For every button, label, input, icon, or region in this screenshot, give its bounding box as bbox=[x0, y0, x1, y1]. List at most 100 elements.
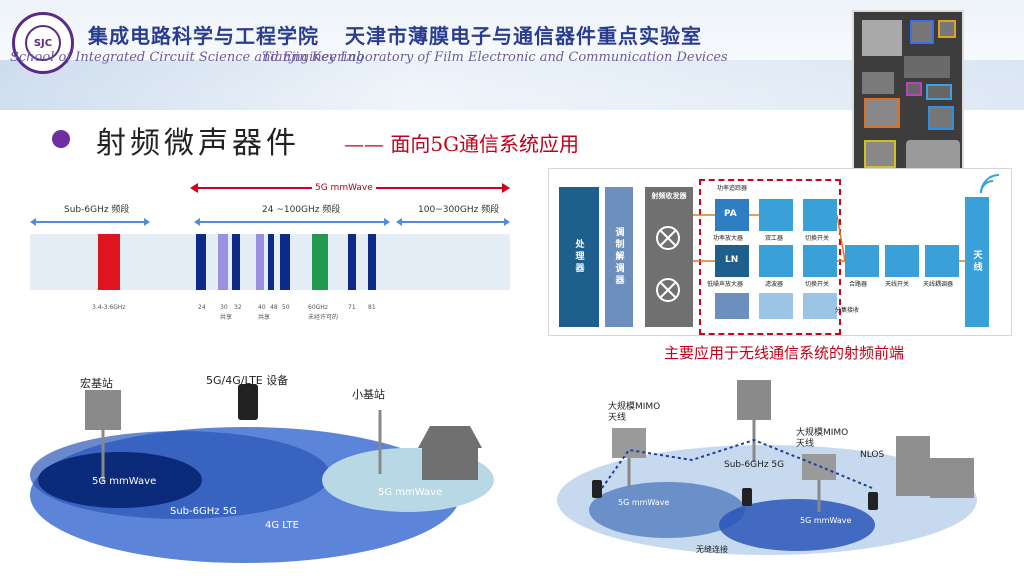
macro-station-label: 宏基站 bbox=[80, 377, 113, 390]
tick-shared-2: 共享 bbox=[258, 314, 271, 321]
rf-frontend-block-diagram: 处理器 调制解调器 射频收发器 功率追踪器 PA 功率放大器 双工器 切换开关 … bbox=[548, 168, 1012, 336]
sub6-zone-label: Sub-6GHz 5G bbox=[170, 506, 237, 517]
sub6-label-right: Sub-6GHz 5G bbox=[724, 460, 785, 470]
university-logo: SJC bbox=[12, 12, 74, 74]
lna-block: LN bbox=[715, 245, 749, 277]
network-scene-left bbox=[30, 384, 494, 563]
tick-sub6: 3.4-3.6GHz bbox=[92, 304, 126, 311]
board-chip bbox=[864, 140, 896, 168]
switch-block-2 bbox=[803, 245, 837, 277]
label-pa: 功率放大器 bbox=[713, 235, 744, 242]
duplexer-block bbox=[759, 199, 793, 231]
tick-shared-1: 共享 bbox=[220, 314, 233, 321]
antenna-tuner-block bbox=[925, 245, 959, 277]
mixer-icon bbox=[656, 226, 680, 250]
board-chip bbox=[862, 72, 894, 94]
filter-block bbox=[759, 245, 793, 277]
sub6-band-label: Sub-6GHz 频段 bbox=[64, 205, 130, 215]
label-duplexer: 双工器 bbox=[765, 235, 784, 242]
diversity-filter-block bbox=[759, 293, 793, 319]
tick-label: 24 bbox=[198, 304, 206, 311]
slide-subtitle: —— 面向5G通信系统应用 bbox=[344, 132, 580, 156]
label-antenna-tuner: 天线耦调器 bbox=[923, 281, 954, 288]
combiner-block bbox=[845, 245, 879, 277]
tick-label: 71 bbox=[348, 304, 356, 311]
frequency-spectrum: 5G mmWave Sub-6GHz 频段 24 ~100GHz 频段 100~… bbox=[30, 180, 510, 330]
label-power-tracker: 功率追踪器 bbox=[717, 185, 748, 192]
band-bar-sub6 bbox=[98, 234, 120, 290]
diagram-caption: 主要应用于无线通信系统的射频前端 bbox=[664, 344, 905, 362]
lab-name-cn: 天津市薄膜电子与通信器件重点实验室 bbox=[345, 24, 702, 48]
label-switch-1: 切换开关 bbox=[805, 235, 830, 242]
band-bar-32 bbox=[232, 234, 240, 290]
tick-label: 32 bbox=[234, 304, 242, 311]
tick-label: 50 bbox=[282, 304, 290, 311]
mmwave-label: 5G mmWave bbox=[312, 183, 376, 193]
board-chip bbox=[864, 98, 900, 128]
label-diversity: 分集接收 bbox=[835, 307, 860, 314]
board-chip bbox=[862, 20, 902, 56]
nlos-label: NLOS bbox=[860, 450, 885, 460]
tick-unlicensed: 未经许可的 bbox=[308, 314, 339, 321]
mmwave-zone-label-2: 5G mmWave bbox=[378, 487, 443, 498]
band24-100-label: 24 ~100GHz 频段 bbox=[262, 205, 341, 215]
sub6-range-arrow bbox=[30, 218, 150, 226]
logo-emblem: SJC bbox=[25, 25, 61, 61]
band-bar-50 bbox=[280, 234, 290, 290]
board-chip bbox=[910, 20, 934, 44]
board-chip bbox=[928, 106, 954, 130]
mmwave-label-right-1: 5G mmWave bbox=[618, 498, 670, 507]
mmwave-label-right-2: 5G mmWave bbox=[800, 516, 852, 525]
college-name-cn: 集成电路科学与工程学院 bbox=[88, 24, 319, 48]
board-chip bbox=[904, 56, 950, 78]
lte-zone-label: 4G LTE bbox=[265, 520, 299, 531]
tick-label: 40 bbox=[258, 304, 266, 311]
mimo-label-2: 大规模MIMO 天线 bbox=[796, 428, 849, 449]
antenna-block: 天线 bbox=[965, 197, 989, 327]
band-bar-71 bbox=[348, 234, 356, 290]
tick-label: 81 bbox=[368, 304, 376, 311]
label-filter: 滤波器 bbox=[765, 281, 784, 288]
college-name-en: School of Integrated Circuit Science and… bbox=[10, 50, 365, 65]
diversity-lna-block bbox=[715, 293, 749, 319]
band24-100-arrow bbox=[194, 218, 390, 226]
tick-label: 48 bbox=[270, 304, 278, 311]
processor-block: 处理器 bbox=[559, 187, 599, 327]
small-station-label: 小基站 bbox=[352, 388, 385, 401]
board-chip bbox=[938, 20, 956, 38]
switch-block-1 bbox=[803, 199, 837, 231]
diversity-switch-block bbox=[803, 293, 837, 319]
transceiver-block: 射频收发器 bbox=[645, 187, 693, 327]
band-bar-81 bbox=[368, 234, 376, 290]
tick-label: 60GHz bbox=[308, 304, 328, 311]
signal-lines bbox=[693, 214, 965, 262]
seamless-label: 无缝连接 bbox=[696, 545, 728, 554]
band100-300-arrow bbox=[396, 218, 510, 226]
band-bar-30 bbox=[218, 234, 228, 290]
power-amplifier-block: PA bbox=[715, 199, 749, 231]
network-scene-right bbox=[557, 380, 977, 555]
band-bar-40 bbox=[256, 234, 264, 290]
band100-300-label: 100~300GHz 频段 bbox=[418, 205, 500, 215]
band-bar-24 bbox=[196, 234, 206, 290]
band-bar-60 bbox=[312, 234, 328, 290]
device-label: 5G/4G/LTE 设备 bbox=[206, 374, 289, 387]
board-chip bbox=[906, 82, 922, 96]
band-bar-48 bbox=[268, 234, 274, 290]
slide-title: 射频微声器件 bbox=[96, 126, 300, 161]
label-lna: 低噪声放大器 bbox=[707, 281, 744, 288]
label-antenna-switch: 天线开关 bbox=[885, 281, 910, 288]
rf-frontend-highlight-box bbox=[699, 179, 841, 335]
tick-label: 30 bbox=[220, 304, 228, 311]
mixer-icon bbox=[656, 278, 680, 302]
mimo-label-1: 大规模MIMO 天线 bbox=[608, 402, 661, 423]
antenna-switch-block bbox=[885, 245, 919, 277]
label-combiner: 合路器 bbox=[849, 281, 868, 288]
modem-block: 调制解调器 bbox=[605, 187, 633, 327]
antenna-signal-icon bbox=[980, 174, 1000, 194]
title-bullet bbox=[52, 130, 70, 148]
board-chip bbox=[926, 84, 952, 100]
lab-name-en: Tianjin Key Laboratory of Film Electroni… bbox=[262, 50, 728, 65]
label-switch-2: 切换开关 bbox=[805, 281, 830, 288]
mmwave-zone-label-1: 5G mmWave bbox=[92, 476, 157, 487]
